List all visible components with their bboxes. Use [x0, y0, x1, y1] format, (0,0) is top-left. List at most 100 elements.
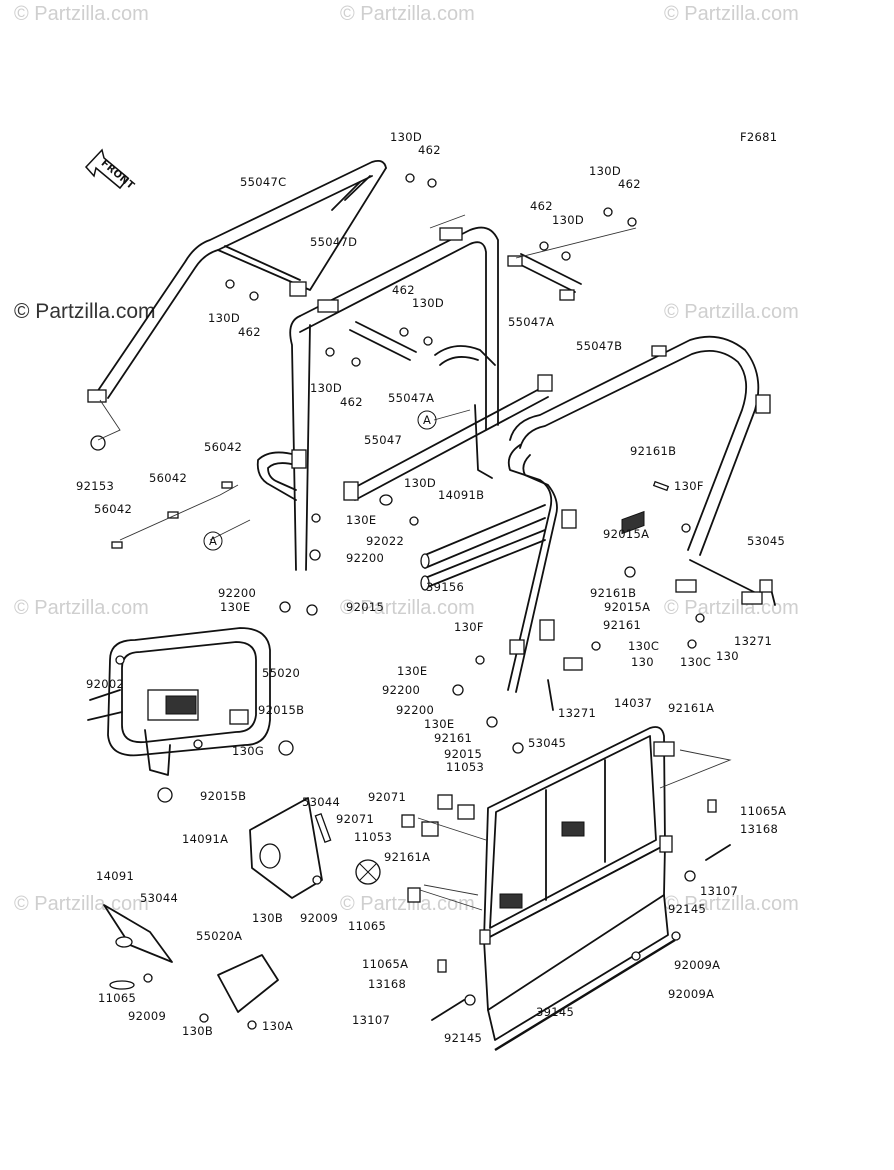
part-labels: 130D46255047C130D462462130D55047D130D462… — [76, 130, 786, 1045]
part-label-92015b-a: 92015B — [258, 703, 304, 717]
part-label-92002: 92002 — [86, 677, 124, 691]
part-label-462-a: 462 — [418, 143, 441, 157]
part-label-130e-d: 130E — [424, 717, 454, 731]
watermark: © Partzilla.com — [664, 301, 799, 323]
part-label-92161b-b: 92161B — [590, 586, 636, 600]
callout-a-2: A — [203, 531, 223, 551]
part-label-130d-b: 130D — [589, 164, 621, 178]
part-label-92153: 92153 — [76, 479, 114, 493]
part-label-39145: 39145 — [536, 1005, 574, 1019]
part-label-11065a-b: 11065A — [362, 957, 408, 971]
part-label-130g: 130G — [232, 744, 264, 758]
part-label-130d-c: 130D — [552, 213, 584, 227]
part-label-130e-c: 130E — [397, 664, 427, 678]
part-label-130b-b: 130B — [182, 1024, 213, 1038]
part-label-92015-b: 92015 — [444, 747, 482, 761]
part-label-92071-b: 92071 — [336, 812, 374, 826]
part-label-462-d: 462 — [238, 325, 261, 339]
part-label-92161-b: 92161 — [434, 731, 472, 745]
part-label-130d-a: 130D — [390, 130, 422, 144]
part-label-92161a-a: 92161A — [668, 701, 714, 715]
part-label-92009a-a: 92009A — [674, 958, 720, 972]
front-arrow-icon: FRONT — [84, 148, 136, 192]
part-label-130e-a: 130E — [346, 513, 376, 527]
leader-lines — [97, 214, 732, 911]
part-label-53044-a: 53044 — [302, 795, 340, 809]
part-label-55020: 55020 — [262, 666, 300, 680]
watermark: © Partzilla.com — [14, 893, 149, 915]
part-label-55047a-a: 55047A — [508, 315, 554, 329]
part-label-130b-a: 130B — [252, 911, 283, 925]
watermark: © Partzilla.com — [340, 893, 475, 915]
part-label-92015a-b: 92015A — [604, 600, 650, 614]
part-label-11065-a: 11065 — [348, 919, 386, 933]
part-label-462-e: 462 — [392, 283, 415, 297]
part-label-92071-a: 92071 — [368, 790, 406, 804]
part-label-11053-a: 11053 — [446, 760, 484, 774]
part-label-92200-a: 92200 — [346, 551, 384, 565]
watermark: © Partzilla.com — [664, 893, 799, 915]
part-label-56042-c: 56042 — [94, 502, 132, 516]
part-label-14091a: 14091A — [182, 832, 228, 846]
part-label-55047d: 55047D — [310, 235, 357, 249]
watermarks: © Partzilla.com © Partzilla.com © Partzi… — [14, 3, 799, 915]
part-label-92145-a: 92145 — [668, 902, 706, 916]
part-label-92009-b: 92009 — [128, 1009, 166, 1023]
part-label-13168-b: 13168 — [368, 977, 406, 991]
part-label-39156: 39156 — [426, 580, 464, 594]
part-label-92015b-b: 92015B — [200, 789, 246, 803]
part-label-92015a-a: 92015A — [603, 527, 649, 541]
part-label-11065a-a: 11065A — [740, 804, 786, 818]
part-label-130-a: 130 — [631, 655, 654, 669]
part-label-13107-a: 13107 — [700, 884, 738, 898]
part-label-462-b: 462 — [618, 177, 641, 191]
roll-cage-frame — [87, 159, 776, 711]
part-label-92015-a: 92015 — [346, 600, 384, 614]
watermark: © Partzilla.com — [664, 3, 799, 25]
part-label-92200-d: 92200 — [396, 703, 434, 717]
part-label-14091b: 14091B — [438, 488, 484, 502]
part-label-55047: 55047 — [364, 433, 402, 447]
part-label-13168-a: 13168 — [740, 822, 778, 836]
rear-gate — [479, 510, 676, 1052]
part-label-11065-b: 11065 — [98, 991, 136, 1005]
part-label-11053-b: 11053 — [354, 830, 392, 844]
watermark: © Partzilla.com — [14, 597, 149, 619]
part-label-55020a: 55020A — [196, 929, 242, 943]
part-label-13271-b: 13271 — [558, 706, 596, 720]
part-label-92009a-b: 92009A — [668, 987, 714, 1001]
part-label-55047c: 55047C — [240, 175, 286, 189]
part-label-130-b: 130 — [716, 649, 739, 663]
part-label-92145-b: 92145 — [444, 1031, 482, 1045]
callout-letter: A — [209, 534, 217, 548]
part-label-130c-b: 130C — [680, 655, 711, 669]
part-label-130f-b: 130F — [454, 620, 484, 634]
part-label-92161-a: 92161 — [603, 618, 641, 632]
part-label-55047b: 55047B — [576, 339, 622, 353]
part-label-130d-d: 130D — [208, 311, 240, 325]
part-label-130e-b: 130E — [220, 600, 250, 614]
part-label-92022: 92022 — [366, 534, 404, 548]
part-label-130d-e: 130D — [412, 296, 444, 310]
part-label-13107-b: 13107 — [352, 1013, 390, 1027]
watermark: © Partzilla.com — [340, 3, 475, 25]
part-label-56042-b: 56042 — [149, 471, 187, 485]
part-label-92009-a: 92009 — [300, 911, 338, 925]
part-label-462-c: 462 — [530, 199, 553, 213]
front-guard — [87, 627, 271, 776]
part-label-14037: 14037 — [614, 696, 652, 710]
watermark: © Partzilla.com — [340, 597, 475, 619]
part-label-130f-a: 130F — [674, 479, 704, 493]
part-label-53045-a: 53045 — [747, 534, 785, 548]
watermark-main: © Partzilla.com — [14, 300, 156, 323]
part-label-56042-a: 56042 — [204, 440, 242, 454]
part-label-92161a-b: 92161A — [384, 850, 430, 864]
small-parts — [90, 173, 773, 1030]
part-label-53044-b: 53044 — [140, 891, 178, 905]
part-label-14091: 14091 — [96, 869, 134, 883]
watermark: © Partzilla.com — [664, 597, 799, 619]
part-label-462-f: 462 — [340, 395, 363, 409]
part-label-55047a-b: 55047A — [388, 391, 434, 405]
